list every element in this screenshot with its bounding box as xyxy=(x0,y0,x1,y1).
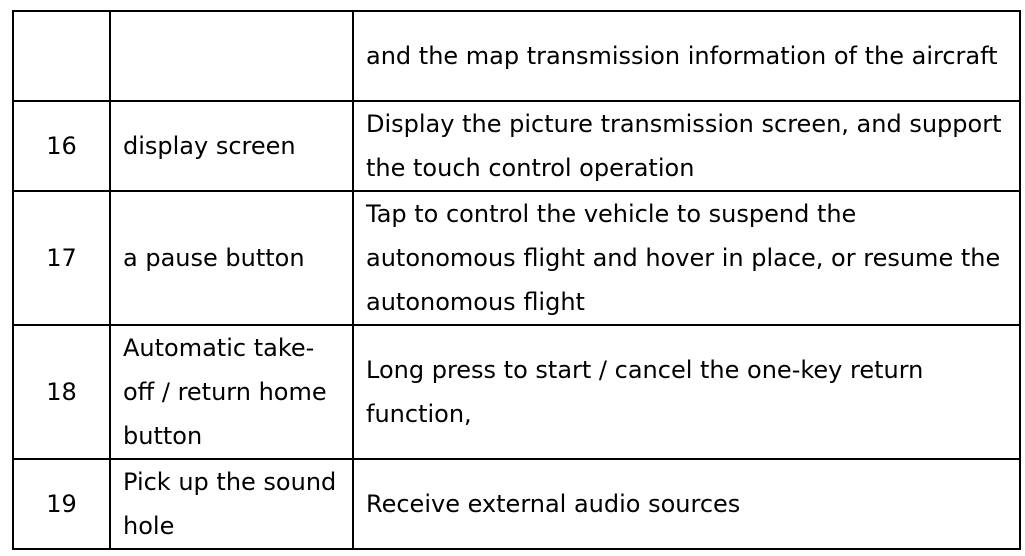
row-number: 17 xyxy=(12,190,111,326)
row-number: 16 xyxy=(12,100,111,192)
row-name xyxy=(109,10,354,102)
row-description: Display the picture transmission screen,… xyxy=(352,100,1021,192)
row-name: a pause button xyxy=(109,190,354,326)
row-number xyxy=(12,10,111,102)
row-name: Pick up the sound hole xyxy=(109,458,354,550)
row-name: display screen xyxy=(109,100,354,192)
row-description: Receive external audio sources xyxy=(352,458,1021,550)
row-description: and the map transmission information of … xyxy=(352,10,1021,102)
table-row: and the map transmission information of … xyxy=(12,10,1021,102)
table-row: 18 Automatic take-off / return home butt… xyxy=(12,324,1021,460)
row-description: Long press to start / cancel the one-key… xyxy=(352,324,1021,460)
row-name: Automatic take-off / return home button xyxy=(109,324,354,460)
row-description: Tap to control the vehicle to suspend th… xyxy=(352,190,1021,326)
table-row: 19 Pick up the sound hole Receive extern… xyxy=(12,458,1021,550)
components-table: and the map transmission information of … xyxy=(12,10,1021,550)
row-number: 18 xyxy=(12,324,111,460)
table-row: 16 display screen Display the picture tr… xyxy=(12,100,1021,192)
table-row: 17 a pause button Tap to control the veh… xyxy=(12,190,1021,326)
row-number: 19 xyxy=(12,458,111,550)
